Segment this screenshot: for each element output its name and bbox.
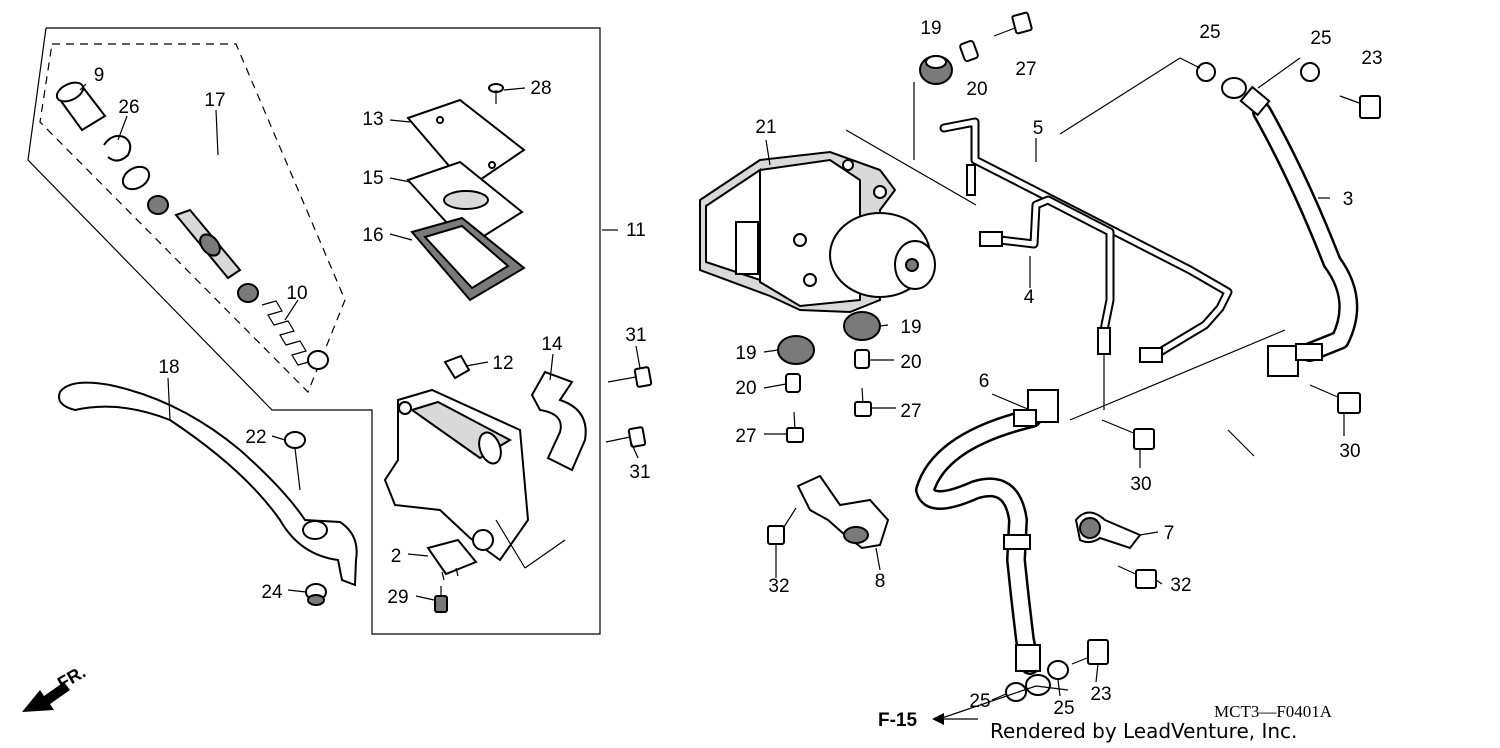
part-label: 25 <box>969 691 990 712</box>
washer-25c <box>1005 682 1027 702</box>
part-label: 4 <box>1024 287 1035 308</box>
part-label: 32 <box>1170 575 1191 596</box>
page-ref-arrow <box>932 713 944 725</box>
nut-24 <box>305 583 327 606</box>
bolt-30a <box>1309 384 1361 414</box>
part-label: 14 <box>541 334 563 355</box>
washer-part <box>121 165 151 191</box>
hose-fitting-top <box>1221 77 1271 117</box>
part-label: 6 <box>979 371 990 392</box>
collar-20b <box>785 373 801 393</box>
part-label: 11 <box>626 220 646 241</box>
part-label: 12 <box>492 353 513 374</box>
part-label: 18 <box>158 357 179 378</box>
clamp-holder <box>530 370 587 472</box>
part-label: 25 <box>1310 28 1331 49</box>
part-label: 7 <box>1164 523 1175 544</box>
part-label: 22 <box>245 427 266 448</box>
circlip-part <box>103 135 132 162</box>
grommet-19c <box>843 311 881 341</box>
washer-25b <box>1300 62 1320 82</box>
part-label: 19 <box>900 317 921 338</box>
part-label: 29 <box>387 587 408 608</box>
bolt-32a <box>767 507 797 545</box>
hose-6-joint-block <box>1013 389 1059 427</box>
bolt-23b <box>1071 639 1109 665</box>
part-label: 16 <box>362 225 383 246</box>
bolt-27a <box>993 11 1033 37</box>
part-label: 31 <box>625 325 646 346</box>
brake-lever <box>58 381 358 587</box>
part-label: 26 <box>118 97 139 118</box>
bolt-23a <box>1339 95 1381 119</box>
spring-part <box>261 300 313 366</box>
part-label: 20 <box>966 79 987 100</box>
bolt-27b <box>786 411 804 443</box>
part-label: 10 <box>286 283 307 304</box>
collar-20a <box>959 39 979 63</box>
bolt-27c <box>854 387 872 417</box>
part-label: 3 <box>1343 189 1354 210</box>
page-reference: F-15 <box>878 710 918 731</box>
part-label: 23 <box>1090 684 1111 705</box>
bolt-30b <box>1101 419 1155 450</box>
master-cylinder-body <box>383 388 530 562</box>
part-label: 27 <box>735 426 756 447</box>
piston-kit-outline <box>39 43 346 394</box>
grommet-19b <box>777 335 815 365</box>
part-label: 23 <box>1361 48 1382 69</box>
part-label: 5 <box>1033 118 1044 139</box>
part-label: 31 <box>629 462 650 483</box>
part-label: 9 <box>94 65 105 86</box>
render-credit: Rendered by LeadVenture, Inc. <box>990 719 1297 743</box>
part-label: 8 <box>875 571 886 592</box>
bolt-32b <box>1117 565 1157 589</box>
screw-29 <box>434 586 448 613</box>
part-label: 28 <box>530 78 551 99</box>
diagram-code: MCT3—F0401A <box>1214 702 1333 721</box>
brake-pipe-4 <box>995 195 1115 335</box>
clip-12 <box>443 354 471 380</box>
washer-25d <box>1047 660 1069 680</box>
part-label: 25 <box>1053 698 1074 719</box>
part-label: 21 <box>755 117 776 138</box>
part-label: 19 <box>735 343 756 364</box>
part-label: 27 <box>1015 59 1036 80</box>
screw-28 <box>488 83 504 104</box>
clamp-7 <box>1074 511 1142 550</box>
piston-part <box>174 208 242 280</box>
front-direction-arrow-icon <box>22 682 70 712</box>
part-label: 30 <box>1339 441 1360 462</box>
bolt-31b <box>605 426 647 448</box>
boot-part <box>55 81 107 132</box>
diaphragm <box>410 216 526 302</box>
part-label: 13 <box>362 109 383 130</box>
part-label: 25 <box>1199 22 1220 43</box>
part-label: 19 <box>920 18 941 39</box>
part-label: 24 <box>261 582 283 603</box>
washer-25a <box>1196 62 1216 82</box>
part-label: 2 <box>391 546 402 567</box>
master-cylinder-group-frame <box>27 27 601 635</box>
pivot-bolt-22 <box>284 431 306 491</box>
part-label: 17 <box>204 90 225 111</box>
part-label: 15 <box>362 168 383 189</box>
hose-joint-block <box>1267 343 1323 377</box>
abs-modulator <box>699 150 936 314</box>
switch-2 <box>426 538 478 581</box>
collar-20c <box>854 349 870 369</box>
grommet-19a <box>919 55 953 85</box>
part-label: 30 <box>1130 474 1151 495</box>
part-label: 20 <box>735 378 756 399</box>
part-label: 32 <box>768 576 789 597</box>
sensor-stay-8 <box>796 474 890 550</box>
part-label: 27 <box>900 401 921 422</box>
leader-lines <box>79 57 1345 721</box>
bolt-31a <box>607 366 653 388</box>
part-label: 20 <box>900 352 921 373</box>
